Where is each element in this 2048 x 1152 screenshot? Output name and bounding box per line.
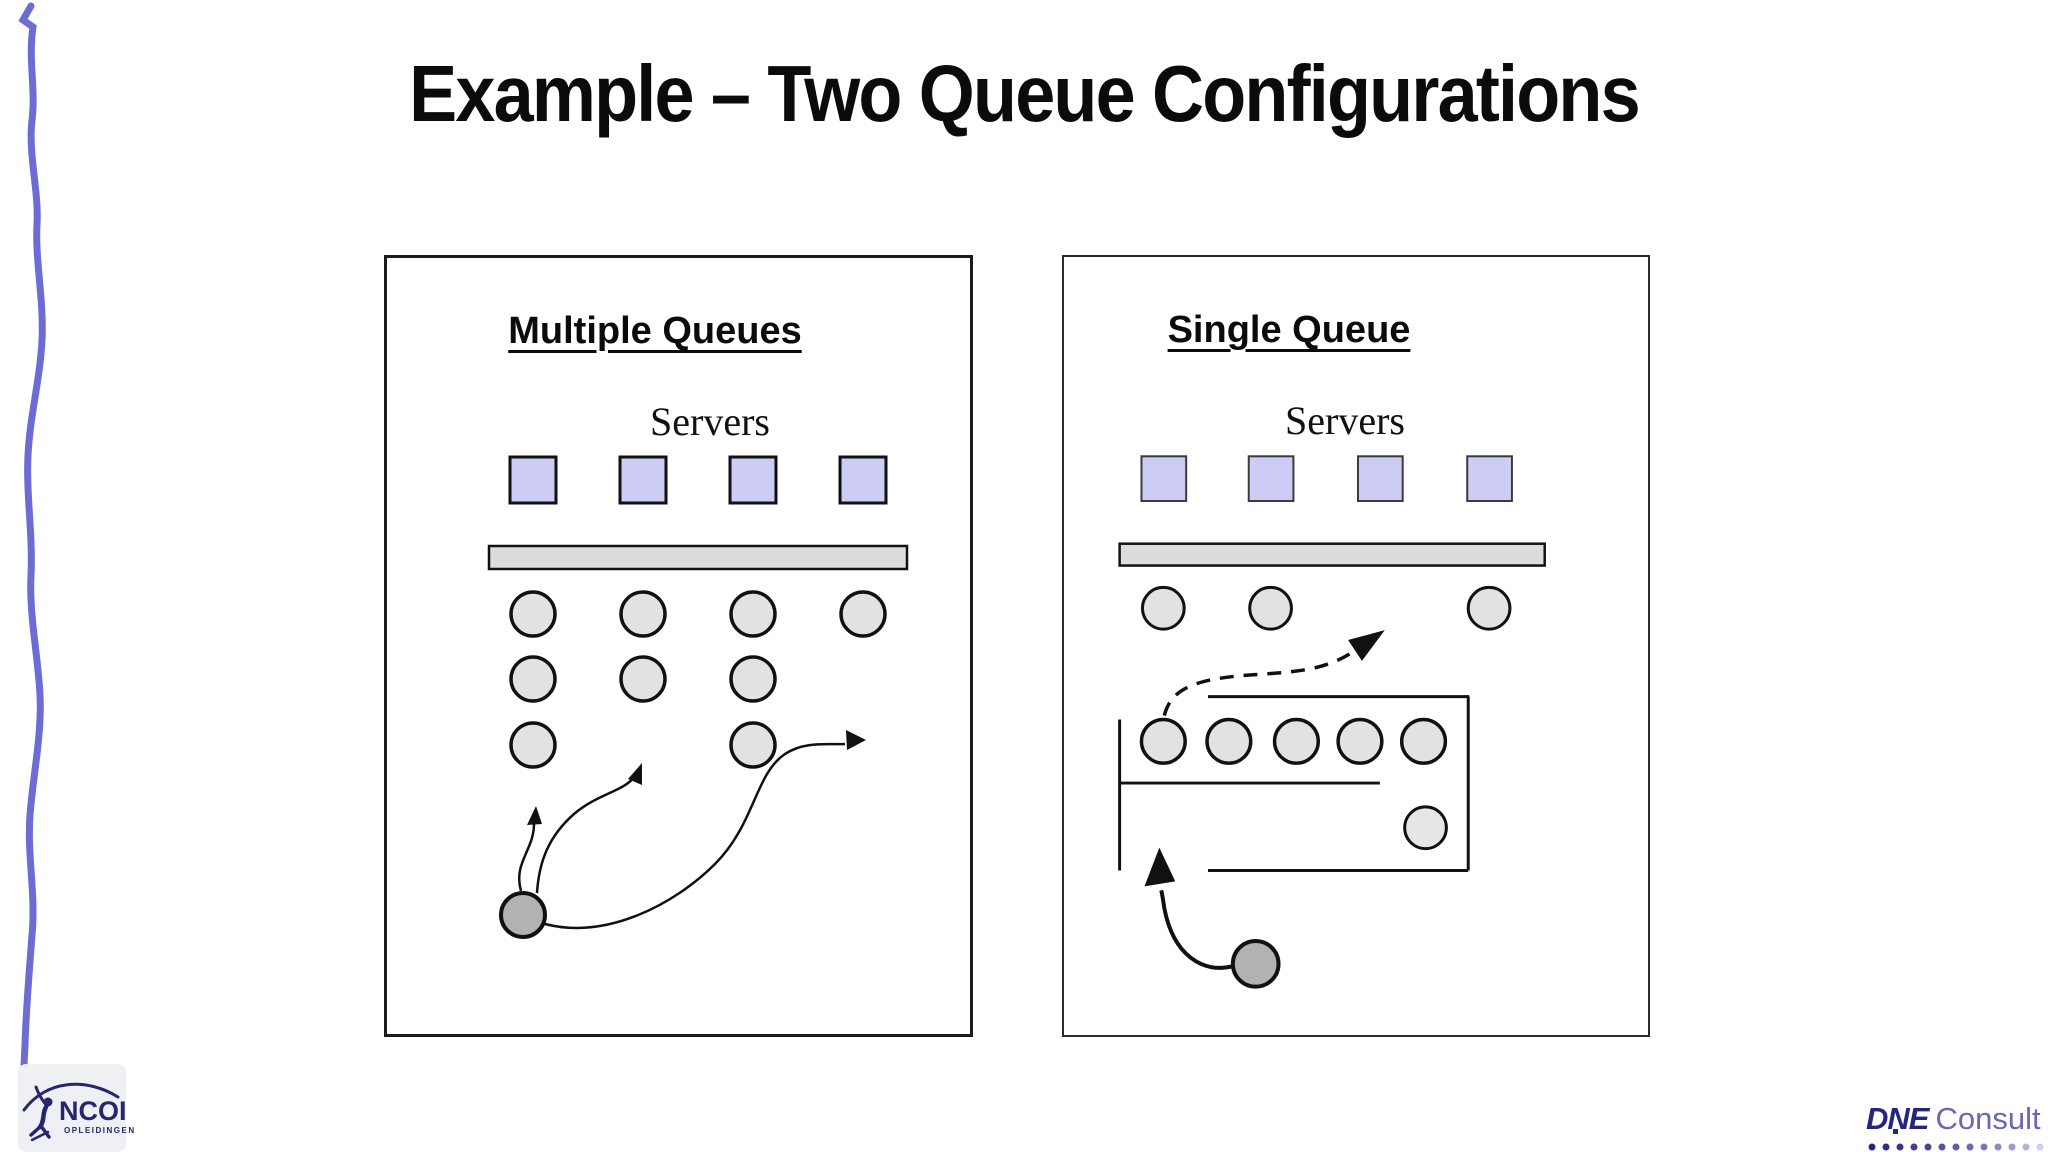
waiting-row-2 [509, 655, 777, 703]
server-box [1356, 455, 1404, 502]
customer-circle [1140, 585, 1186, 631]
queue-rails [1118, 695, 1470, 872]
ncoi-logo-text: NCOI [59, 1096, 127, 1126]
dne-logo-dots [1868, 1143, 2044, 1151]
dne-suffix-text: Consult [1935, 1101, 2041, 1136]
waiting-row-3 [509, 721, 777, 769]
single-queue-diagram [1118, 455, 1546, 989]
ncoi-figure-icon [22, 1082, 120, 1142]
customer-circle [1248, 585, 1293, 631]
customers-at-counter [1140, 585, 1512, 631]
customer-circle [1399, 717, 1448, 765]
customer-circle [729, 655, 777, 703]
choice-arrow-long [544, 742, 846, 929]
single-queue-panel: Single Queue Servers [1062, 255, 1650, 1037]
server-box [508, 455, 558, 505]
customer-circle [839, 590, 887, 638]
arriving-customer-circle [499, 891, 547, 939]
counter-bar [1118, 542, 1546, 567]
arrowhead-up [527, 806, 542, 825]
server-box [618, 455, 668, 505]
customer-circle [1403, 805, 1448, 851]
multiple-queues-title: Multiple Queues [508, 310, 802, 352]
ncoi-logo: NCOI OPLEIDINGEN [18, 1064, 134, 1152]
dashed-arrow-path [1162, 644, 1363, 717]
customer-circle [1205, 717, 1253, 765]
arrowhead-up-right [1348, 630, 1385, 661]
servers-label-left: Servers [650, 399, 770, 444]
multiple-queues-diagram [487, 455, 909, 939]
choice-arrow-middle [535, 775, 637, 894]
choice-arrows [518, 730, 866, 929]
server-boxes [1140, 455, 1513, 502]
customer-circle [509, 655, 557, 703]
to-server-dashed-arrow [1162, 630, 1385, 717]
multiple-queues-panel: Multiple Queues Servers [384, 255, 973, 1037]
server-box [1247, 455, 1295, 502]
arrowhead-right [846, 730, 866, 750]
customer-circle [1272, 717, 1320, 765]
dne-logo-dot [1893, 1129, 1898, 1134]
arriving-customer-circle [1230, 938, 1281, 989]
server-boxes [508, 455, 888, 505]
customer-circle [1139, 717, 1187, 765]
waiting-row-1 [509, 590, 887, 638]
server-box [1466, 455, 1513, 502]
server-box [728, 455, 778, 505]
customer-circle [1336, 717, 1384, 765]
single-queue-title: Single Queue [1167, 309, 1411, 351]
customer-circle [509, 721, 557, 769]
entry-arrow-path [1159, 889, 1235, 970]
choice-arrow-short [518, 823, 536, 892]
arrowhead-up-right [628, 763, 642, 785]
customer-circle [1466, 585, 1512, 631]
servers-label-right: Servers [1285, 398, 1405, 443]
customer-circle [619, 655, 667, 703]
decorative-squiggle [18, 2, 46, 1096]
server-box [1140, 455, 1188, 502]
customer-circle [729, 721, 777, 769]
counter-bar [487, 544, 909, 571]
customer-circle [509, 590, 557, 638]
slide-title: Example – Two Queue Configurations [409, 49, 1640, 138]
arrowhead-up [1144, 847, 1176, 887]
queue-front-row [1139, 717, 1448, 765]
queue-entry-arrow [1144, 847, 1235, 970]
ncoi-logo-subtitle: OPLEIDINGEN [64, 1126, 136, 1135]
server-box [838, 455, 888, 505]
customer-circle [619, 590, 667, 638]
customer-circle [729, 590, 777, 638]
